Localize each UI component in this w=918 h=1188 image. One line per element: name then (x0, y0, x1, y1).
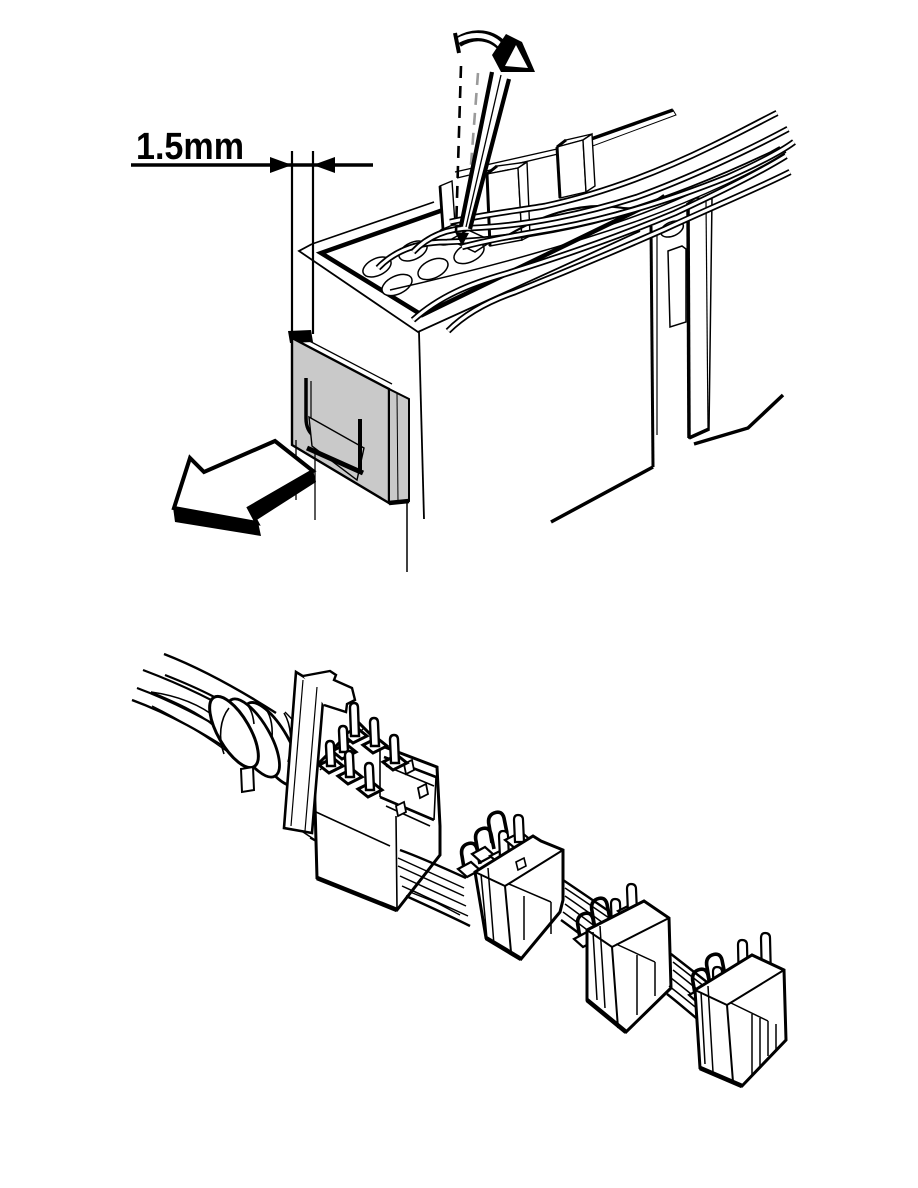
svg-text:1.5mm: 1.5mm (136, 126, 244, 168)
